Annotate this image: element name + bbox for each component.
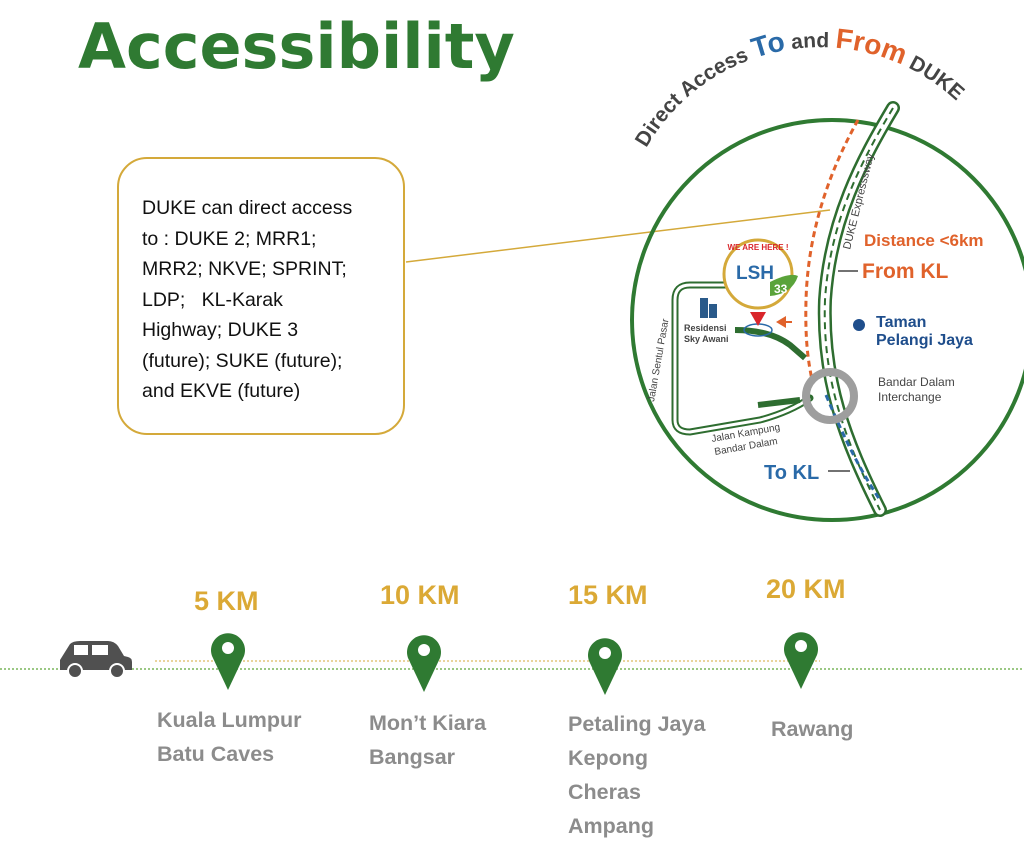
- interchange-label-1: Bandar Dalam: [878, 375, 955, 389]
- page-title: Accessibility: [78, 10, 515, 83]
- arc-title: Direct Access To and From DUKE: [631, 23, 969, 151]
- arc-title-from: From: [834, 23, 911, 70]
- taman-dot: [853, 319, 865, 331]
- place-name: Rawang: [771, 717, 854, 741]
- callout-line: and EKVE (future): [142, 380, 301, 402]
- places-5km: Kuala Lumpur Batu Caves: [157, 703, 302, 771]
- place-name: Cheras: [568, 780, 641, 804]
- distance-label: Distance <6km: [864, 231, 984, 250]
- callout-leader-line: [405, 209, 831, 263]
- callout-line: Highway; DUKE 3: [142, 319, 299, 341]
- from-kl-label: From KL: [862, 260, 949, 283]
- location-marker: [750, 312, 766, 326]
- map-circle: [630, 118, 1024, 522]
- places-15km: Petaling Jaya Kepong Cheras Ampang: [568, 707, 705, 843]
- badge-top-text: WE ARE HERE !: [727, 243, 788, 252]
- taman-label-2: Pelangi Jaya: [876, 332, 973, 349]
- sentul-label: Jalan Sentul Pasar: [646, 317, 672, 402]
- km-label-5: 5 KM: [194, 586, 259, 616]
- place-name: Bangsar: [369, 745, 456, 769]
- callout-line: DUKE can direct access: [142, 197, 353, 219]
- place-name: Petaling Jaya: [568, 712, 706, 736]
- places-20km: Rawang: [771, 712, 853, 746]
- info-callout: [117, 157, 405, 435]
- highway-lane: [823, 107, 894, 511]
- to-kl-label: To KL: [764, 462, 819, 484]
- arc-title-part-5: DUKE: [900, 49, 968, 105]
- places-10km: Mon’t Kiara Bangsar: [369, 706, 486, 774]
- place-name: Kepong: [568, 746, 649, 770]
- km-label-15: 15 KM: [568, 580, 648, 610]
- building-icon: [700, 298, 717, 318]
- route-to-kl: [824, 394, 882, 501]
- km-label-20: 20 KM: [766, 574, 846, 604]
- car-icon: [60, 641, 132, 679]
- place-name: Kuala Lumpur: [157, 708, 302, 732]
- map-pin-icon: [588, 638, 623, 695]
- lsh33-badge: WE ARE HERE ! LSH 33: [722, 238, 798, 310]
- place-name: Ampang: [568, 814, 654, 838]
- map-pin-icon: [210, 633, 246, 690]
- badge-main-text: LSH: [736, 263, 774, 284]
- place-name: Mon’t Kiara: [369, 711, 487, 735]
- map-pin-icon: [407, 635, 441, 692]
- residence-label-1: Residensi: [684, 323, 727, 333]
- interchange-label-2: Interchange: [878, 390, 942, 404]
- callout-line: LDP; KL-Karak: [142, 288, 283, 311]
- callout-line: MRR2; NKVE; SPRINT;: [142, 258, 347, 280]
- arc-title-part-3: and: [783, 29, 836, 55]
- callout-text: DUKE can direct access to : DUKE 2; MRR1…: [142, 193, 404, 407]
- taman-label-1: Taman: [876, 314, 926, 331]
- km-label-10: 10 KM: [380, 580, 460, 610]
- interchange-ring: [802, 368, 858, 424]
- arc-title-part-1: Direct Access: [631, 41, 757, 151]
- route-from-kl: [804, 119, 860, 381]
- map-pin-icon: [784, 632, 818, 689]
- callout-line: (future); SUKE (future);: [142, 349, 343, 372]
- callout-line: to : DUKE 2; MRR1;: [142, 227, 317, 250]
- place-name: Batu Caves: [157, 742, 275, 766]
- badge-num-text: 33: [774, 282, 788, 296]
- residence-label-2: Sky Awani: [684, 334, 729, 344]
